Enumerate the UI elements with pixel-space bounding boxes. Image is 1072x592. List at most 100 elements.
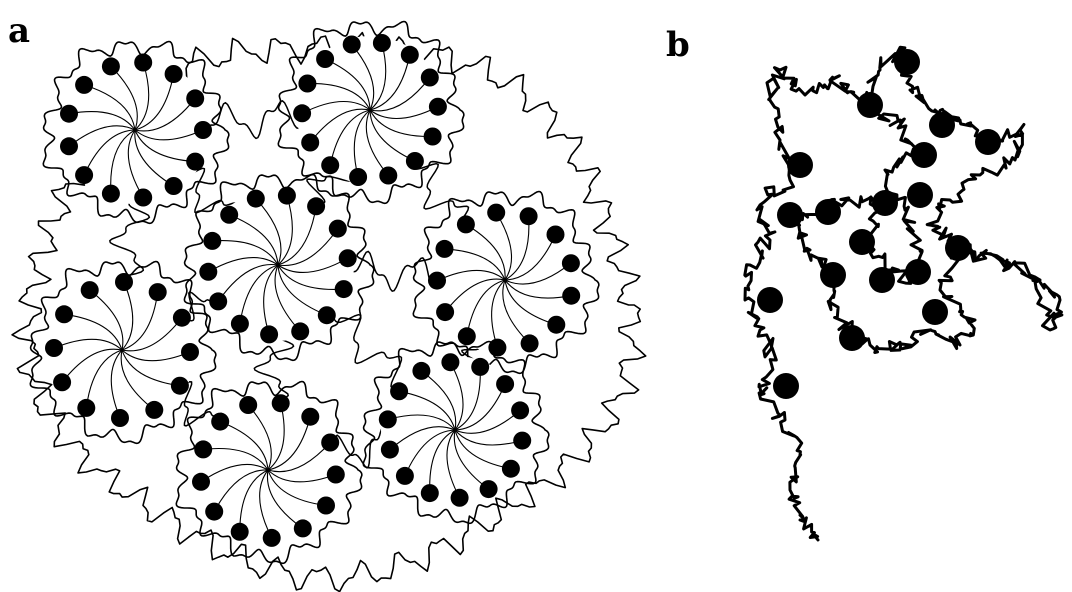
surfactant-head <box>102 57 120 75</box>
surfactant-head <box>421 69 439 87</box>
surfactant-head <box>487 204 505 222</box>
surfactant-head <box>327 466 345 484</box>
hydrophobic-group <box>757 287 783 313</box>
surfactant-head <box>77 399 95 417</box>
surfactant-head <box>263 529 281 547</box>
surfactant-head <box>60 137 78 155</box>
surfactant-head <box>111 409 129 427</box>
surfactant-head <box>318 306 336 324</box>
surfactant-head <box>349 168 367 186</box>
surfactant-head <box>562 287 580 305</box>
surfactant-head <box>53 373 71 391</box>
hydrophobic-group <box>922 299 948 325</box>
hydrophobic-group <box>777 202 803 228</box>
surfactant-head <box>165 65 183 83</box>
surfactant-head <box>428 272 446 290</box>
surfactant-head <box>272 394 290 412</box>
surfactant-head <box>149 283 167 301</box>
hydrophobic-group <box>839 325 865 351</box>
surfactant-head <box>496 375 514 393</box>
surfactant-head <box>458 327 476 345</box>
surfactant-head <box>316 50 334 68</box>
surfactant-head <box>424 128 442 146</box>
surfactant-head <box>329 220 347 238</box>
surfactant-head <box>301 408 319 426</box>
micelle <box>43 42 229 224</box>
surfactant-head <box>231 523 249 541</box>
hydrophobic-group <box>815 199 841 225</box>
surfactant-head <box>278 187 296 205</box>
surfactant-head <box>115 273 133 291</box>
surfactant-head <box>335 280 353 298</box>
polymer-chain <box>745 47 1062 540</box>
surfactant-head <box>480 480 498 498</box>
hydrophobic-group <box>975 129 1001 155</box>
surfactant-head <box>291 322 309 340</box>
surfactant-head <box>194 440 212 458</box>
surfactant-head <box>294 519 312 537</box>
hydrophobic-group <box>857 92 883 118</box>
surfactant-head <box>317 497 335 515</box>
surfactant-head <box>406 152 424 170</box>
surfactant-head <box>373 34 391 52</box>
surfactant-head <box>502 460 520 478</box>
hydrophobic-group <box>905 259 931 285</box>
surfactant-head <box>396 467 414 485</box>
micelle <box>176 382 361 564</box>
hydrophobic-group <box>820 262 846 288</box>
micelle <box>413 192 599 374</box>
surfactant-head <box>134 54 152 72</box>
surfactant-head <box>321 156 339 174</box>
surfactant-head <box>231 315 249 333</box>
surfactant-head <box>45 339 63 357</box>
surfactant-head <box>186 153 204 171</box>
surfactant-head <box>134 189 152 207</box>
surfactant-head <box>562 254 580 272</box>
hydrophobic-group <box>907 182 933 208</box>
panel-a-micelle-network <box>12 22 646 592</box>
hydrophobic-group <box>773 373 799 399</box>
surfactant-head <box>194 121 212 139</box>
surfactant-head <box>102 185 120 203</box>
surfactant-head <box>298 75 316 93</box>
surfactant-head <box>199 263 217 281</box>
surfactant-head <box>192 473 210 491</box>
surfactant-head <box>60 105 78 123</box>
surfactant-head <box>343 36 361 54</box>
surfactant-head <box>75 76 93 94</box>
surfactant-head <box>390 382 408 400</box>
hydrophobic-group <box>929 112 955 138</box>
surfactant-head <box>239 396 257 414</box>
surfactant-head <box>471 358 489 376</box>
surfactant-head <box>451 489 469 507</box>
surfactant-head <box>211 413 229 431</box>
surfactant-head <box>220 206 238 224</box>
surfactant-head <box>203 232 221 250</box>
surfactant-head <box>436 303 454 321</box>
surfactant-head <box>421 484 439 502</box>
surfactant-head <box>181 343 199 361</box>
hydrophobic-group <box>894 49 920 75</box>
surfactant-head <box>436 240 454 258</box>
surfactant-head <box>205 503 223 521</box>
surfactant-head <box>401 46 419 64</box>
surfactant-head <box>547 226 565 244</box>
surfactant-head <box>55 305 73 323</box>
surfactant-head <box>321 434 339 452</box>
surfactant-head <box>441 353 459 371</box>
micelle <box>184 175 373 361</box>
hydrophobic-group <box>849 229 875 255</box>
surfactant-head <box>429 98 447 116</box>
surfactant-head <box>547 316 565 334</box>
surfactant-head <box>379 167 397 185</box>
surfactant-head <box>75 166 93 184</box>
surfactant-head <box>381 441 399 459</box>
hydrophobic-group <box>872 190 898 216</box>
surfactant-head <box>520 207 538 225</box>
surfactant-head <box>412 362 430 380</box>
surfactant-head <box>511 401 529 419</box>
surfactant-head <box>488 339 506 357</box>
hydrophobic-group <box>945 235 971 261</box>
micelle <box>363 342 549 524</box>
